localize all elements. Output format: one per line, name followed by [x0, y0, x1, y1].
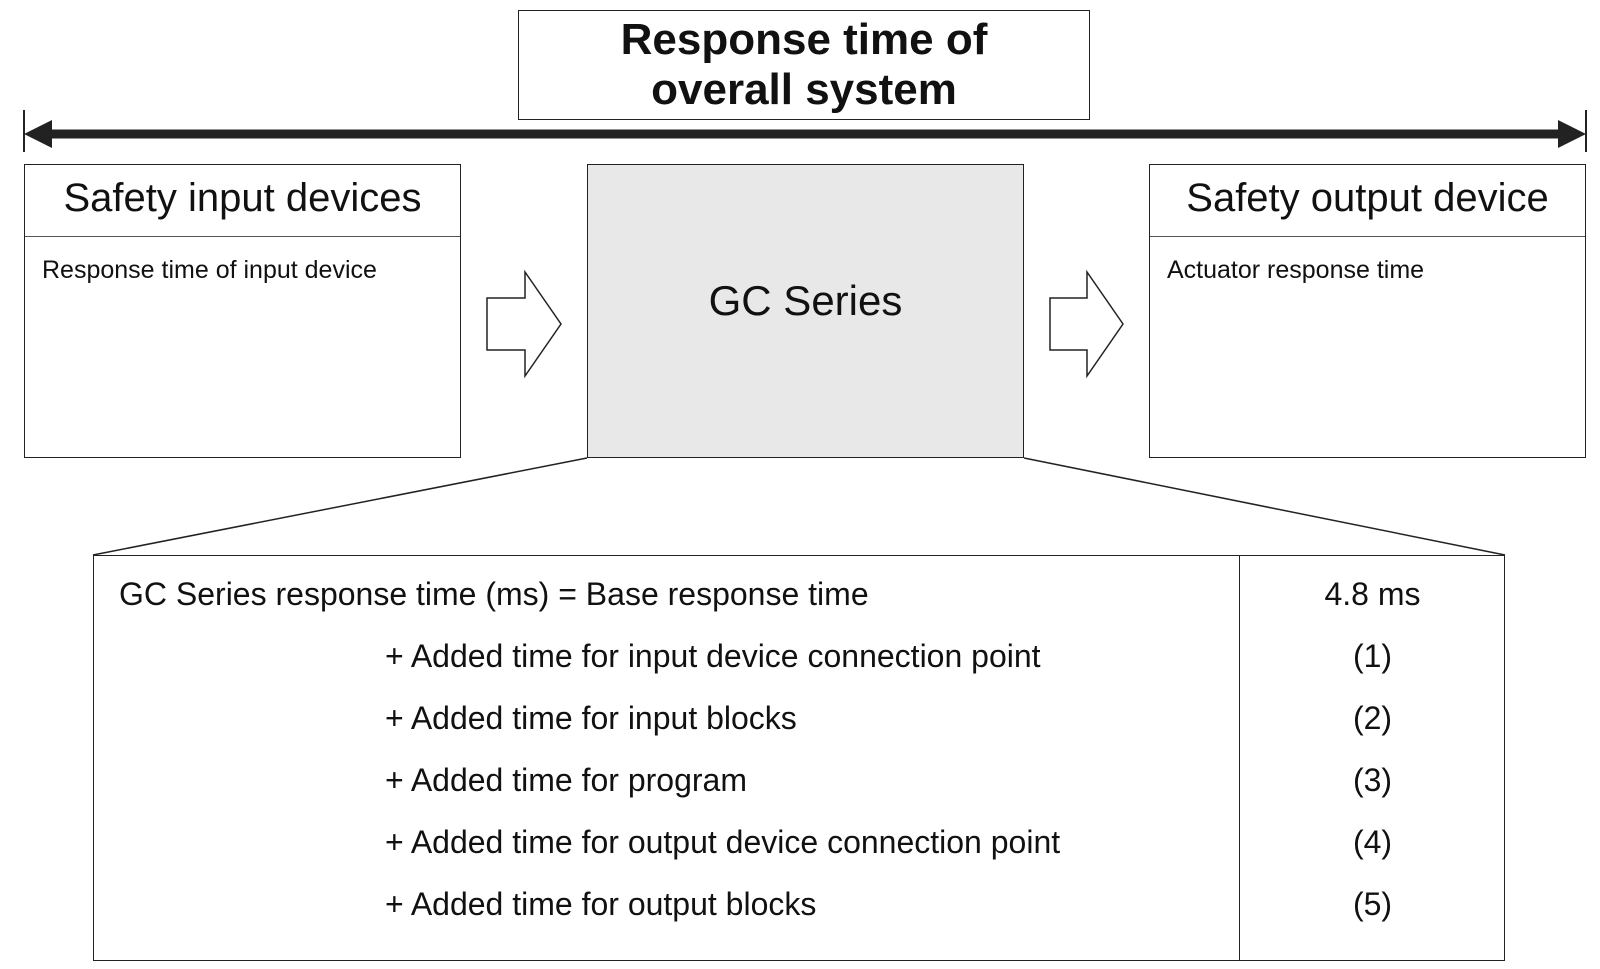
formula-term: + Added time for program [385, 762, 747, 798]
formula-term: + Added time for output blocks [385, 886, 817, 922]
formula-value: (4) [1352, 824, 1393, 860]
response-time-formula-table: GC Series response time (ms) = Base resp… [93, 555, 1505, 961]
formula-row: GC Series response time (ms) = Base resp… [94, 564, 1506, 626]
formula-value: 4.8 ms [1324, 576, 1421, 612]
value-column-divider [1239, 556, 1240, 960]
span-arrow-right-head [1558, 120, 1586, 148]
formula-term: GC Series response time (ms) = Base resp… [119, 576, 869, 612]
gc-series-label: GC Series [708, 277, 903, 324]
output-panel-subtext: Actuator response time [1167, 256, 1425, 284]
diagram-title: Response time of overall system [621, 15, 988, 115]
zoom-line-right [1023, 457, 1506, 556]
diagram-title-box: Response time of overall system [518, 10, 1090, 120]
zoom-line-left [92, 457, 588, 556]
gc-to-output-arrow [1049, 269, 1124, 379]
gc-series-box: GC Series [587, 164, 1024, 458]
input-panel-heading: Safety input devices [25, 165, 460, 237]
title-line-2: overall system [651, 65, 957, 114]
formula-value: (2) [1352, 700, 1393, 736]
safety-output-device-panel: Safety output device Actuator response t… [1149, 164, 1586, 458]
formula-row: + Added time for output blocks (5) [94, 874, 1506, 936]
title-line-1: Response time of [620, 15, 988, 64]
input-panel-subtext: Response time of input device [42, 256, 377, 284]
formula-value: (3) [1352, 762, 1393, 798]
formula-term: + Added time for output device connectio… [385, 824, 1061, 860]
formula-row: + Added time for input blocks (2) [94, 688, 1506, 750]
formula-term: + Added time for input device connection… [385, 638, 1041, 674]
formula-row: + Added time for input device connection… [94, 626, 1506, 688]
input-to-gc-arrow [486, 269, 562, 379]
formula-term: + Added time for input blocks [385, 700, 797, 736]
output-panel-heading: Safety output device [1150, 165, 1585, 237]
formula-value: (5) [1352, 886, 1393, 922]
formula-row: + Added time for program (3) [94, 750, 1506, 812]
formula-row: + Added time for output device connectio… [94, 812, 1506, 874]
formula-value: (1) [1352, 638, 1393, 674]
span-arrow-left-head [24, 120, 52, 148]
safety-input-devices-panel: Safety input devices Response time of in… [24, 164, 461, 458]
